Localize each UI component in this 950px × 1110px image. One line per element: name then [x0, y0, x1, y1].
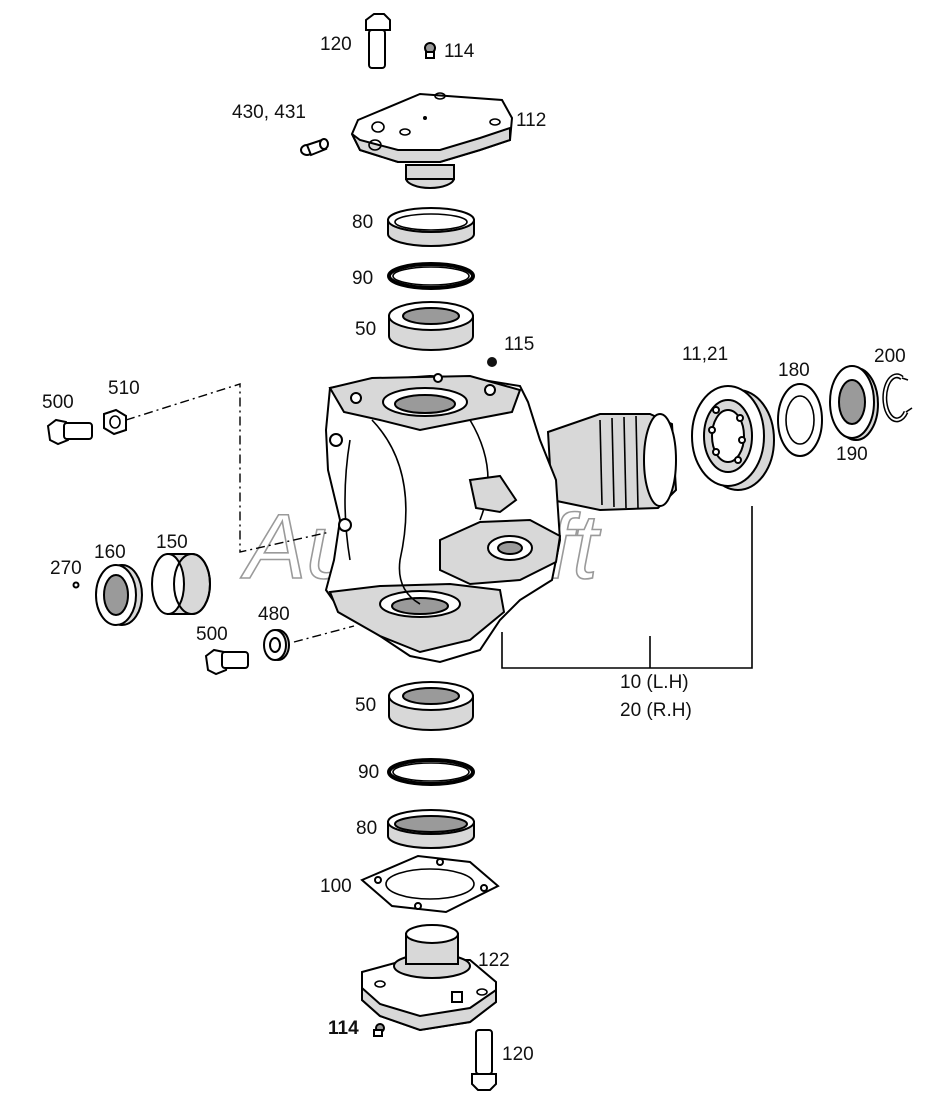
label-115: 115: [504, 334, 534, 355]
label-80-bottom: 80: [356, 818, 377, 839]
label-10-lh: 10 (L.H): [620, 672, 689, 693]
label-200: 200: [874, 346, 906, 367]
seal-160: [95, 564, 143, 626]
snap-ring-200: [882, 373, 913, 423]
ball-115: [487, 357, 497, 367]
plug-430-431: [300, 138, 329, 157]
bushing-80-top: [387, 207, 475, 247]
label-180: 180: [778, 360, 810, 381]
gasket-100: [360, 854, 500, 914]
bolt-120-bottom: [471, 1029, 497, 1091]
label-160: 160: [94, 542, 126, 563]
label-190: 190: [836, 444, 868, 465]
label-114-bottom: 114: [328, 1018, 359, 1039]
axis-line-lower: [293, 625, 355, 643]
label-11-21: 11,21: [682, 344, 728, 365]
axis-line-upper: [125, 383, 331, 553]
label-80-top: 80: [352, 212, 373, 233]
bushing-150: [151, 553, 211, 615]
label-50-bottom: 50: [355, 695, 376, 716]
bolt-120-top: [365, 13, 391, 69]
washer-180: [777, 383, 823, 457]
label-100: 100: [320, 876, 352, 897]
nut-510: [103, 408, 127, 436]
label-500-upper: 500: [42, 392, 74, 413]
bracket-10-20: [501, 506, 753, 669]
bushing-80-bottom: [387, 809, 475, 849]
label-122: 122: [478, 950, 510, 971]
label-480: 480: [258, 604, 290, 625]
label-20-rh: 20 (R.H): [620, 700, 692, 721]
oring-90-top: [387, 262, 475, 290]
label-112: 112: [516, 110, 546, 131]
label-114-top: 114: [444, 41, 475, 62]
label-120-top: 120: [320, 34, 352, 55]
label-500-lower: 500: [196, 624, 228, 645]
label-90-bottom: 90: [358, 762, 379, 783]
label-510: 510: [108, 378, 140, 399]
bearing-50-bottom: [388, 681, 474, 731]
top-cover-112: [350, 92, 514, 189]
bearing-50-top: [388, 301, 474, 351]
nipple-114-bottom: [373, 1023, 385, 1037]
bolt-500-upper: [46, 418, 93, 446]
label-430-431: 430, 431: [232, 102, 306, 123]
item-270: [72, 581, 80, 589]
bottom-cover-122: [361, 924, 497, 1032]
label-50-top: 50: [355, 319, 376, 340]
label-270: 270: [50, 558, 82, 579]
label-120-bottom: 120: [502, 1044, 534, 1065]
oring-90-bottom: [387, 758, 475, 786]
knuckle-housing: [324, 373, 678, 664]
shim-190: [829, 365, 879, 441]
label-150: 150: [156, 532, 188, 553]
bolt-500-lower: [204, 648, 249, 676]
seal-11-21: [691, 385, 775, 491]
label-90-top: 90: [352, 268, 373, 289]
washer-480: [263, 629, 290, 661]
nipple-114-top: [424, 42, 436, 59]
